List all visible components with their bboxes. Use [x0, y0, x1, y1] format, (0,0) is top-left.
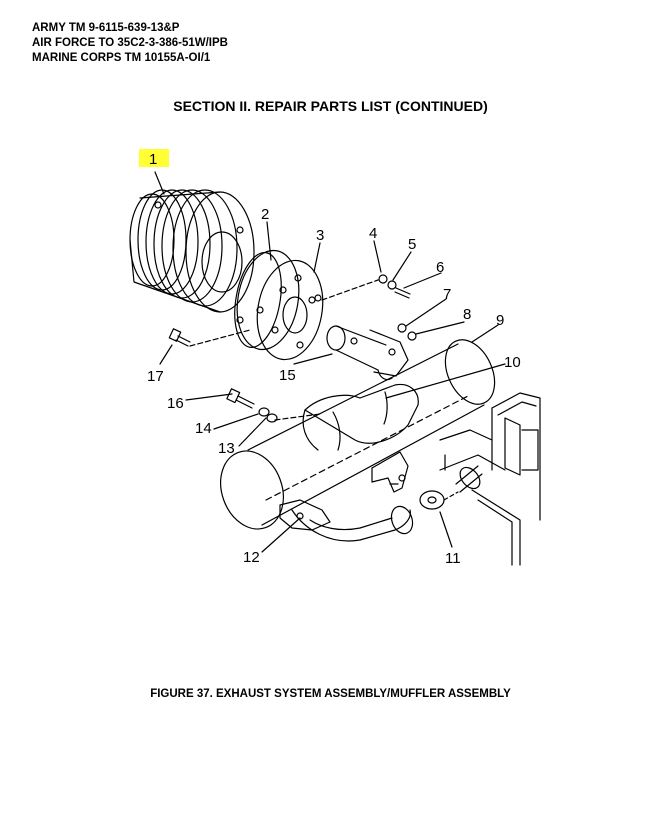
callout-4: 4 — [369, 225, 377, 242]
callout-8: 8 — [463, 306, 471, 323]
callout-2: 2 — [261, 206, 269, 223]
callout-7: 7 — [443, 286, 451, 303]
callout-highlight — [139, 149, 169, 167]
callout-6: 6 — [436, 259, 444, 276]
engine-frame-drawing — [439, 392, 541, 566]
tail-pipe-drawing — [279, 499, 414, 542]
callout-11: 11 — [445, 550, 461, 567]
callout-1: 1 — [149, 151, 157, 168]
hardware-drawing — [168, 274, 417, 423]
callout-9: 9 — [496, 312, 504, 329]
callout-13: 13 — [218, 440, 235, 457]
callout-5: 5 — [408, 236, 416, 253]
army-tm-number: ARMY TM 9-6115-639-13&P — [32, 22, 180, 34]
callout-15: 15 — [279, 367, 296, 384]
callout-10: 10 — [504, 354, 521, 371]
marine-corps-tm-number: MARINE CORPS TM 10155A-OI/1 — [32, 52, 211, 64]
muffler-drawing — [220, 339, 496, 530]
callout-numbers: 1 2 3 4 5 6 7 8 9 10 11 12 13 14 16 15 1… — [147, 151, 521, 567]
support-bracket-drawing — [371, 451, 409, 493]
callout-17: 17 — [147, 368, 164, 385]
callout-15-16: 16 — [167, 395, 184, 412]
bellows-drawing — [129, 189, 255, 313]
figure-caption: FIGURE 37. EXHAUST SYSTEM ASSEMBLY/MUFFL… — [150, 688, 511, 700]
callout-3: 3 — [316, 227, 324, 244]
leader-lines — [154, 171, 506, 553]
section-title: SECTION II. REPAIR PARTS LIST (CONTINUED… — [173, 98, 488, 114]
clamp-drawing — [419, 465, 483, 510]
exhaust-adapter-drawing — [326, 325, 409, 381]
document-header: ARMY TM 9-6115-639-13&P AIR FORCE TO 35C… — [32, 21, 228, 66]
callout-14: 14 — [195, 420, 212, 437]
air-force-to-number: AIR FORCE TO 35C2-3-386-51W/IPB — [32, 37, 228, 49]
flange-drawing — [236, 249, 324, 361]
callout-12: 12 — [243, 549, 260, 566]
gasket-drawing — [234, 251, 282, 349]
